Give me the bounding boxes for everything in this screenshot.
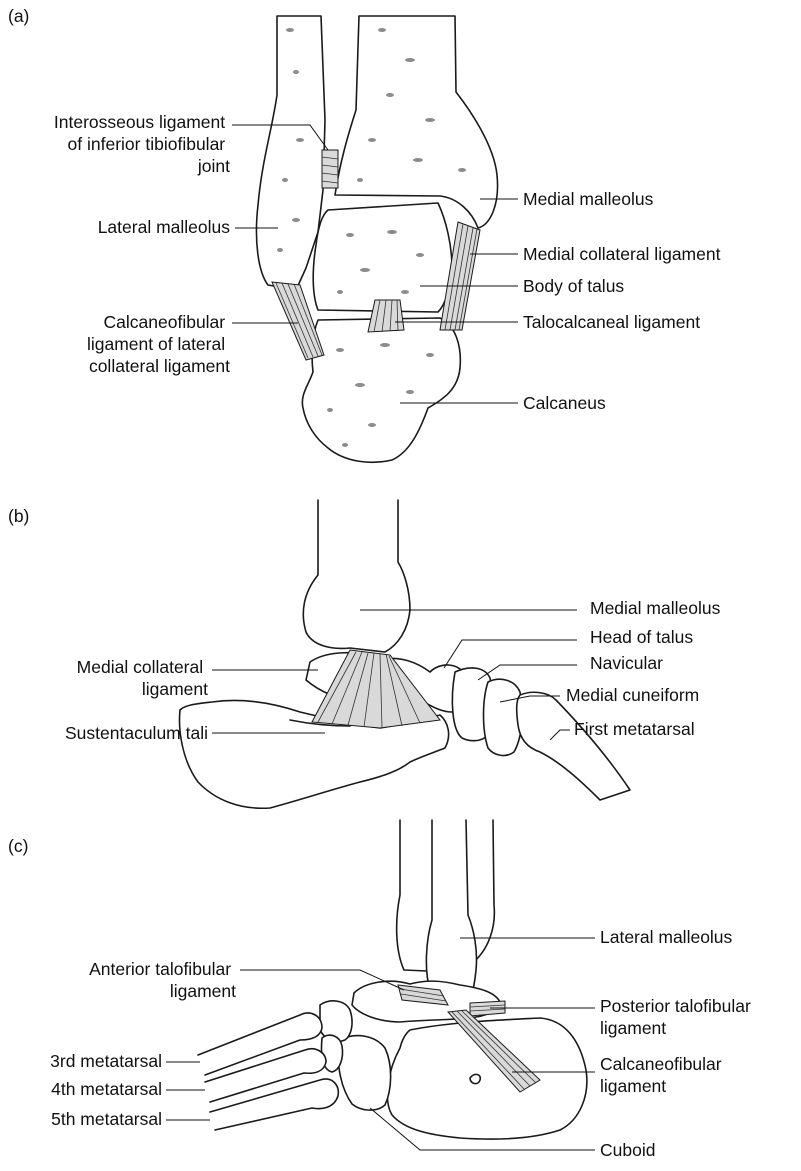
- label-lateral-malleolus-c: Lateral malleolus: [600, 927, 733, 947]
- label-posterior-talofibular: Posterior talofibular ligament: [600, 996, 756, 1038]
- leader-navicular: [478, 665, 577, 680]
- calcaneus-bone: [302, 318, 460, 462]
- label-calcaneofibular-c: Calcaneofibular ligament: [600, 1054, 726, 1096]
- label-navicular: Navicular: [590, 653, 663, 673]
- label-medial-malleolus-b: Medial malleolus: [590, 598, 721, 618]
- tibia-medial-view: [303, 500, 410, 652]
- label-body-of-talus: Body of talus: [523, 276, 624, 296]
- label-first-metatarsal: First metatarsal: [574, 719, 695, 739]
- first-metatarsal-bone: [517, 692, 630, 800]
- panel-b: (b): [8, 500, 721, 808]
- medial-cuneiform-bone: [484, 679, 523, 755]
- leader-head-of-talus: [444, 640, 577, 668]
- tibia-bone: [335, 16, 498, 228]
- interosseous-ligament: [322, 150, 338, 188]
- panel-b-drawing: [180, 500, 630, 808]
- label-fifth-metatarsal: 5th metatarsal: [51, 1109, 162, 1129]
- label-cuboid: Cuboid: [600, 1140, 655, 1160]
- label-calcaneus-a: Calcaneus: [523, 393, 606, 413]
- panel-a-letter: (a): [8, 6, 29, 26]
- label-interosseous-ligament: Interosseous ligament of inferior tibiof…: [54, 112, 230, 176]
- label-head-of-talus: Head of talus: [590, 627, 693, 647]
- panel-a-drawing: [232, 16, 518, 462]
- label-sustentaculum-tali: Sustentaculum tali: [65, 723, 208, 743]
- label-anterior-talofibular: Anterior talofibular ligament: [89, 959, 236, 1001]
- label-fourth-metatarsal: 4th metatarsal: [51, 1079, 162, 1099]
- label-medial-collateral-a: Medial collateral ligament: [523, 244, 721, 264]
- panel-b-letter: (b): [8, 506, 29, 526]
- cuboid-bone: [338, 1036, 390, 1111]
- label-medial-cuneiform: Medial cuneiform: [566, 685, 699, 705]
- label-medial-collateral-b: Medial collateral ligament: [77, 657, 208, 699]
- panel-c: (c): [8, 820, 756, 1160]
- label-medial-malleolus-a: Medial malleolus: [523, 189, 654, 209]
- panel-c-letter: (c): [8, 836, 28, 856]
- label-talocalcaneal: Talocalcaneal ligament: [523, 312, 700, 332]
- talus-bone: [313, 203, 452, 312]
- label-calcaneofibular-a: Calcaneofibular ligament of lateral coll…: [87, 312, 230, 376]
- panel-a: (a): [8, 6, 721, 462]
- label-third-metatarsal: 3rd metatarsal: [50, 1051, 162, 1071]
- label-lateral-malleolus-a: Lateral malleolus: [98, 217, 231, 237]
